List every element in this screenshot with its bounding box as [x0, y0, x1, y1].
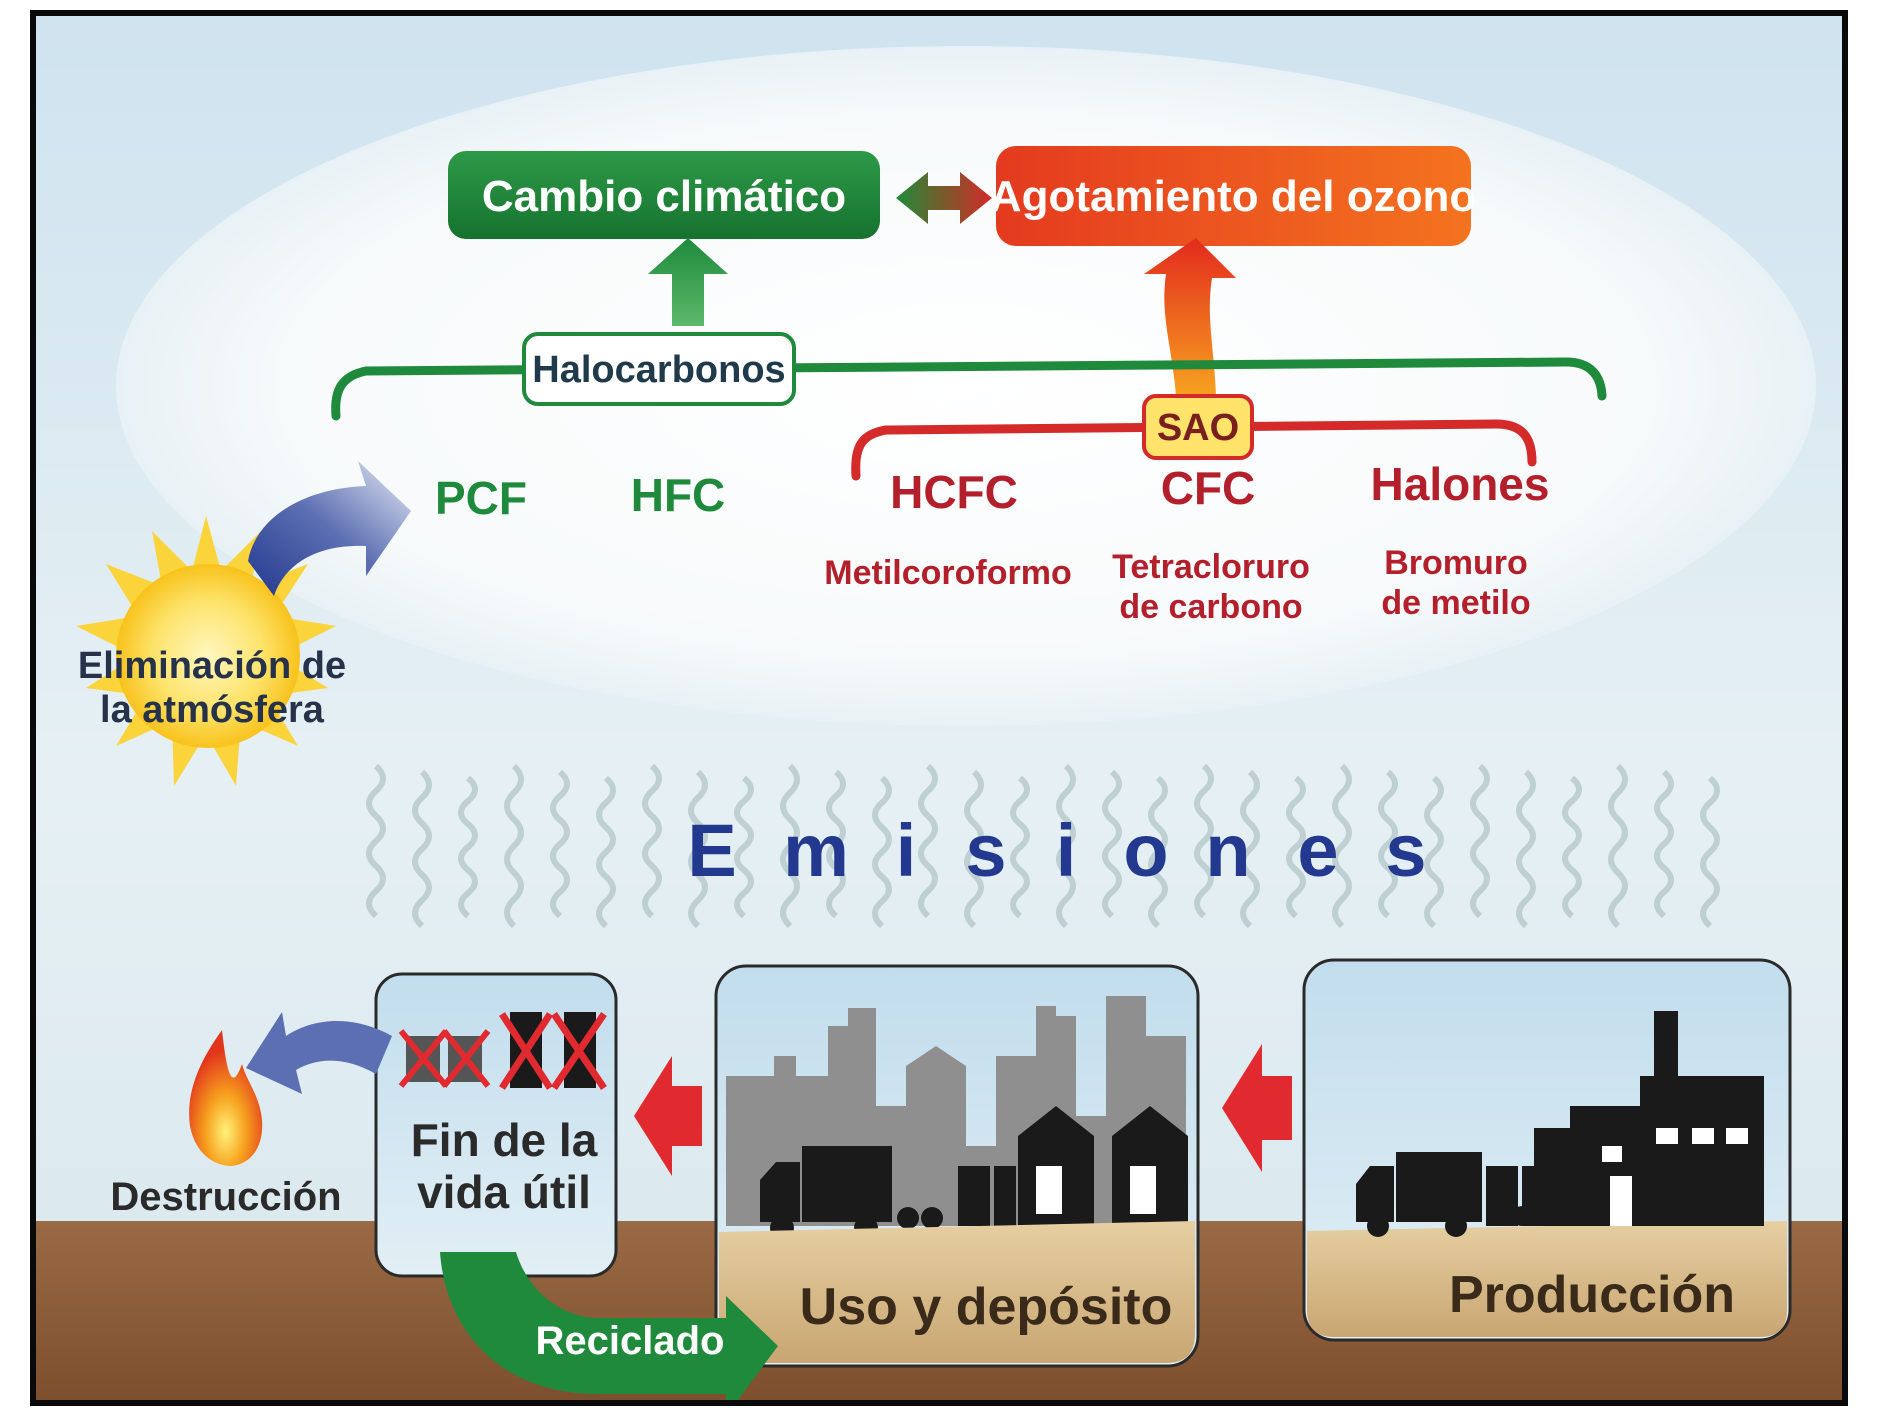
emission-wave-line [550, 769, 570, 919]
gas-carbon-tetrachloride-line1: Tetracloruro [1112, 548, 1310, 586]
gas-hfc: HFC [631, 469, 726, 521]
emissions-letter: s [965, 809, 1006, 892]
ozone-depletion-box [996, 146, 1471, 246]
emission-wave-line [1194, 763, 1214, 919]
bidirectional-arrow-icon [896, 172, 992, 224]
halocarbons-box [522, 332, 796, 406]
gas-carbon-tetrachloride-line2: de carbono [1119, 588, 1302, 626]
emission-wave-line [1148, 775, 1168, 929]
atmosphere-ellipse [116, 46, 1816, 726]
emission-wave-line [1424, 775, 1444, 929]
emission-wave-line [1608, 763, 1628, 929]
emission-wave-line [412, 769, 432, 929]
emission-wave-line [872, 775, 892, 929]
use-storage-label: Uso y depósito [800, 1278, 1173, 1336]
emission-wave-line [1654, 769, 1674, 919]
emission-wave-line [1010, 775, 1030, 919]
red-left-arrow-icon [1222, 1044, 1292, 1172]
emission-wave-line [504, 763, 524, 929]
gas-pcf: PCF [435, 472, 527, 524]
gas-methylchloroform: Metilcoroformo [824, 554, 1071, 592]
end-of-life-box [374, 972, 618, 1278]
blue-curved-arrow-icon [248, 461, 411, 596]
emissions-letter: e [1297, 809, 1338, 892]
production-box [1302, 958, 1792, 1342]
emission-wave-line [366, 763, 386, 919]
red-left-arrow-icon [634, 1056, 702, 1176]
emissions-letter: i [896, 809, 917, 892]
end-of-life-label-line1: Fin de la [411, 1114, 598, 1166]
gas-halones: Halones [1371, 458, 1550, 510]
ozone-depletion-label: Agotamiento del ozono [990, 172, 1476, 221]
use-storage-box [714, 964, 1200, 1368]
climate-change-box [448, 151, 880, 239]
destruction-label: Destrucción [110, 1175, 341, 1219]
red-up-arrow-icon [1144, 238, 1236, 396]
halocarbons-bracket [331, 357, 1607, 421]
emissions-letter: o [1123, 809, 1168, 892]
emission-wave-line [1332, 763, 1352, 929]
emission-wave-line [780, 763, 800, 929]
flame-icon [189, 1030, 263, 1166]
emission-wave-line [1470, 763, 1490, 919]
emission-wave-line [1240, 769, 1260, 929]
diagram-frame: Cambio climático Agotamiento del ozono H… [30, 10, 1848, 1406]
gas-hcfc: HCFC [890, 466, 1018, 518]
recycling-label: Reciclado [536, 1319, 725, 1363]
blue-left-curved-arrow-icon [246, 1012, 392, 1094]
emission-wave-line [1700, 775, 1720, 929]
emission-wave-line [458, 775, 478, 919]
sao-box [1142, 394, 1254, 460]
emission-wave-line [918, 763, 938, 919]
gas-cfc: CFC [1161, 462, 1256, 514]
emissions-letter: m [783, 809, 849, 892]
emissions-letter: n [1205, 809, 1250, 892]
emissions-letter: s [1385, 809, 1426, 892]
emission-wave-line [688, 769, 708, 929]
emission-wave-line [1378, 769, 1398, 919]
gas-methyl-bromide-line2: de metilo [1381, 584, 1530, 622]
climate-change-label: Cambio climático [482, 172, 846, 221]
emission-wave-line [826, 769, 846, 919]
sao-label: SAO [1157, 407, 1239, 449]
removal-label-line2: la atmósfera [100, 689, 325, 731]
gas-methyl-bromide-line1: Bromuro [1384, 544, 1528, 582]
emission-wave-line [1102, 769, 1122, 919]
emission-wave-line [1516, 769, 1536, 929]
halocarbons-label: Halocarbonos [532, 349, 785, 391]
production-label: Producción [1449, 1266, 1735, 1324]
emissions-letter: E [687, 809, 736, 892]
emission-wave-line [1286, 775, 1306, 919]
emission-waves [366, 763, 1720, 929]
removal-label-line1: Eliminación de [78, 645, 346, 687]
emission-wave-line [642, 763, 662, 919]
emissions-title: E m i s i o n e s [687, 809, 1426, 892]
green-up-arrow-icon [648, 238, 728, 326]
emissions-letter: i [1056, 809, 1077, 892]
emission-wave-line [596, 775, 616, 929]
emission-wave-line [1562, 775, 1582, 919]
diagram-canvas: Cambio climático Agotamiento del ozono H… [36, 16, 1842, 1400]
emission-wave-line [964, 769, 984, 929]
recycling-arrow-icon [440, 1252, 778, 1400]
emission-wave-line [734, 775, 754, 919]
end-of-life-label-line2: vida útil [417, 1166, 591, 1218]
emission-wave-line [1056, 763, 1076, 929]
